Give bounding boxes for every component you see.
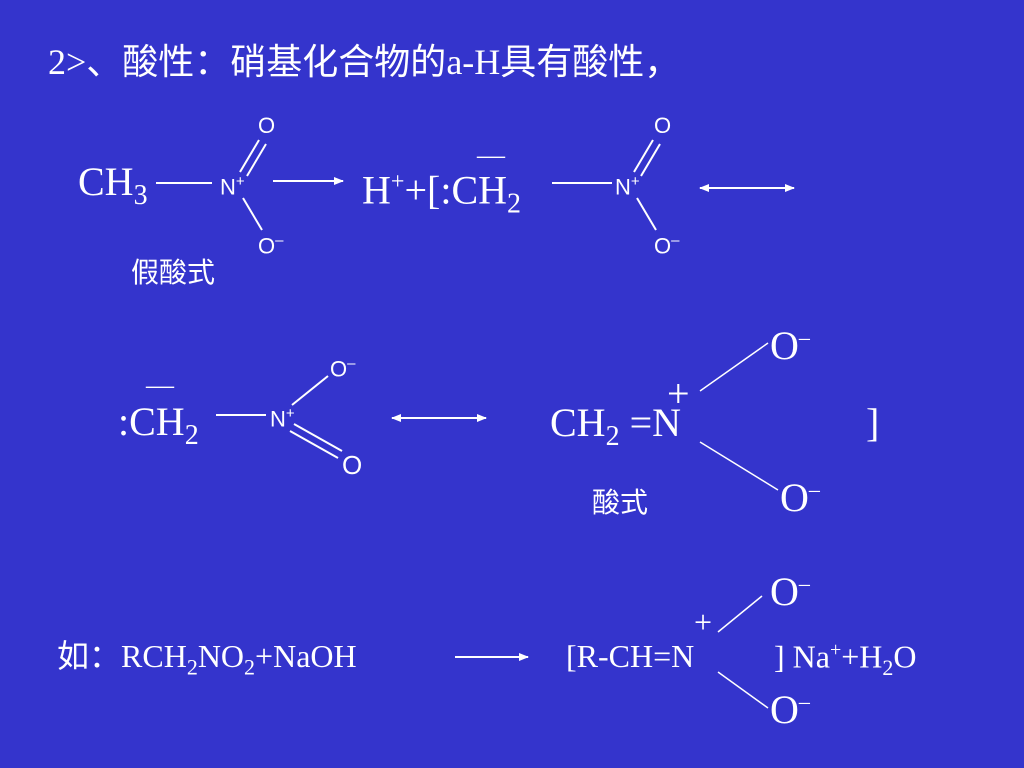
slide-title: 2>、酸性：硝基化合物的a-H具有酸性，: [48, 44, 680, 80]
row2-right-o-bot-sup: –: [808, 476, 820, 502]
bond-n-o-double-3a: [293, 423, 343, 452]
row1-o2-top: O: [654, 113, 672, 138]
row1-ch3-sub: 3: [133, 180, 148, 211]
row1-products: H++[:CH2: [362, 170, 521, 218]
row2-o-top-text: O: [330, 356, 348, 382]
row1-n1: N+: [220, 174, 245, 198]
row2-colon: :: [118, 399, 130, 444]
bond-n-o-double-2b: [640, 143, 661, 177]
row1-ch3: CH3: [78, 162, 148, 210]
row2-right-o-top-sup: –: [798, 324, 810, 350]
row3-o: O: [893, 638, 917, 675]
row3-na-sup: +: [829, 639, 842, 661]
row2-label-acid: 酸式: [592, 488, 649, 519]
row2-carbanion-bar: —: [146, 370, 174, 401]
row3-o-top-sup: –: [798, 570, 810, 596]
row2-right-ch2n: CH2 =N: [550, 403, 681, 451]
row2-right-eq-n: =N: [619, 400, 682, 445]
row2-right-bracket: ]: [866, 400, 880, 445]
row3-prefix: 如：: [57, 638, 122, 674]
row1-colon: :: [440, 167, 452, 213]
bond-n-o-double-1b: [246, 143, 267, 177]
bond-n-o-bot-5: [717, 671, 769, 709]
row3-no: NO: [197, 638, 245, 674]
row1-ch2: CH: [451, 167, 508, 213]
row2-right-ch2: CH: [550, 400, 606, 445]
row2-ch2: CH: [129, 399, 185, 444]
row3-salt-water: ] Na++H2O: [774, 640, 917, 679]
row1-n2-text: N: [615, 174, 631, 200]
row1-ch2-sub: 2: [507, 188, 522, 220]
row1-o1-bot-text: O: [258, 233, 276, 259]
title-alpha: a: [446, 42, 463, 82]
row1-plus-bracket: +[: [404, 167, 441, 213]
row2-right-plus: +: [667, 371, 690, 416]
row2-right-o-bot-text: O: [780, 475, 809, 520]
bond-n-o-double-2a: [633, 139, 654, 173]
row2-o-bot: O: [342, 450, 363, 480]
bond-n-o-top-4: [699, 342, 769, 392]
row2-right-o-bot: O–: [780, 478, 820, 518]
bond-n-o-double-3b: [289, 430, 339, 459]
row3-o-top-text: O: [770, 569, 799, 614]
row2-left-ch2: :CH2: [118, 402, 199, 450]
row3-rch: RCH: [121, 638, 187, 674]
row2-right-o-top: O–: [770, 326, 810, 366]
row1-n1-text: N: [220, 174, 236, 200]
bond-n-o-single-3: [291, 375, 329, 406]
row1-h-sup: +: [390, 169, 405, 195]
row1-n2: N+: [615, 174, 640, 198]
bond-n-o-single-2: [636, 197, 657, 231]
row2-o-top-sup: –: [347, 355, 356, 372]
row3-plus: +: [694, 604, 713, 640]
row1-n2-sup: +: [630, 173, 640, 190]
row3-h2: +H: [841, 638, 883, 675]
row1-h: H: [362, 167, 391, 213]
row2-n-text: N: [270, 406, 286, 432]
row1-o2-bot: O–: [654, 233, 679, 257]
row3-sub1: 2: [186, 654, 198, 680]
bond-n-o-bot-4: [699, 441, 779, 491]
row1-n1-sup: +: [235, 173, 245, 190]
row3-o-bot-text: O: [770, 687, 799, 732]
row3-o-bot-sup: –: [798, 688, 810, 714]
row3-o-bot: O–: [770, 690, 810, 730]
row3-sub2: 2: [244, 654, 256, 680]
row3-product: [R-CH=N: [566, 638, 695, 674]
row2-o-top: O–: [330, 356, 355, 380]
row1-o2-bot-text: O: [654, 233, 672, 259]
row3-bracket-na: ] Na: [774, 638, 830, 675]
row1-ch3-text: CH: [78, 159, 134, 204]
title-prefix: 2>、酸性：硝基化合物的: [48, 42, 447, 82]
bond-n-o-top-5: [717, 595, 763, 633]
row3-naoh: +NaOH: [255, 638, 357, 674]
row1-o1-bot: O–: [258, 233, 283, 257]
row2-right-ch2-sub: 2: [605, 421, 620, 452]
row3-h2-sub: 2: [882, 655, 894, 681]
row3-equation: 如：RCH2NO2+NaOH: [57, 640, 357, 678]
row2-n-sup: +: [285, 405, 295, 422]
row1-carbanion-bar: —: [477, 140, 505, 171]
bond-n-o-double-1a: [239, 139, 260, 173]
bond-n-o-single-1: [242, 197, 263, 231]
row3-o-top: O–: [770, 572, 810, 612]
row2-n: N+: [270, 406, 295, 430]
row1-o1-top: O: [258, 113, 276, 138]
row1-label-pseudoacid: 假酸式: [131, 258, 216, 289]
title-suffix: -H具有酸性，: [462, 42, 681, 82]
row1-o2-bot-sup: –: [671, 232, 680, 249]
row2-ch2-sub: 2: [184, 420, 199, 451]
row2-right-o-top-text: O: [770, 323, 799, 368]
row1-o1-bot-sup: –: [275, 232, 284, 249]
